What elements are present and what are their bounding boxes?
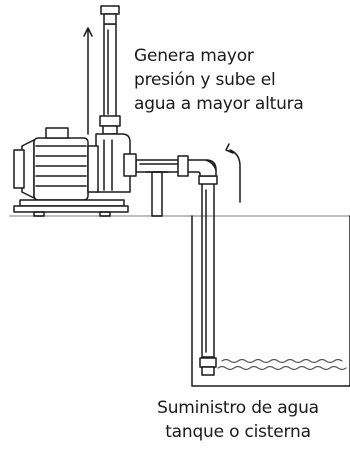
supply-caption: Suministro de agua tanque o cisterna	[138, 396, 338, 444]
water-tank	[191, 215, 350, 387]
pump-caption: Genera mayor presión y sube el agua a ma…	[134, 44, 304, 116]
pump-caption-line-3: agua a mayor altura	[134, 94, 304, 114]
pump-stand	[145, 171, 169, 217]
pump-housing	[95, 133, 137, 193]
supply-caption-line-2: tanque o cisterna	[165, 422, 311, 442]
flow-arrow-up	[83, 27, 93, 135]
water-surface	[217, 358, 347, 371]
motor-base	[13, 199, 129, 217]
pump-caption-line-1: Genera mayor	[134, 46, 254, 66]
flow-arrow-curve	[225, 143, 241, 203]
suction-pipe	[198, 175, 218, 376]
discharge-pipe	[99, 5, 121, 135]
pipe-elbow	[185, 159, 217, 177]
electric-motor	[13, 127, 99, 201]
pump-caption-line-2: presión y sube el	[134, 70, 276, 90]
supply-caption-line-1: Suministro de agua	[157, 398, 319, 418]
